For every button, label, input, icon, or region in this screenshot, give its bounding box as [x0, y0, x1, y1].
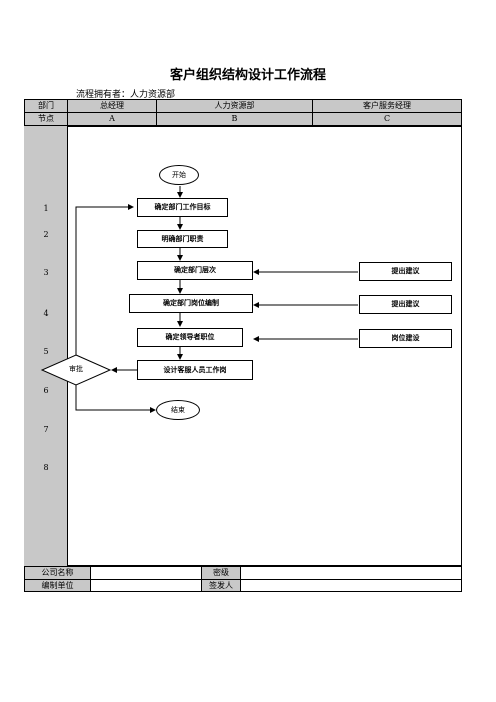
row-number: 8	[43, 463, 49, 472]
node-b: B	[156, 112, 313, 126]
issuer-label: 签发人	[201, 579, 241, 592]
page-title: 客户组织结构设计工作流程	[169, 68, 326, 83]
row-number: 7	[43, 425, 49, 434]
company-name-value	[90, 566, 202, 580]
company-name-label: 公司名称	[24, 566, 91, 580]
row-number: 5	[43, 347, 49, 356]
end-node: 结束	[156, 400, 200, 420]
secret-level-value	[240, 566, 462, 580]
approval-diamond	[40, 354, 112, 386]
secret-level-label: 密级	[201, 566, 241, 580]
step-set-leader-positions: 确定领导者职位	[137, 328, 243, 347]
compiling-unit-value	[90, 579, 202, 592]
arrow-approval-reject	[75, 204, 134, 355]
step-set-dept-levels: 确定部门层次	[137, 261, 253, 280]
row-number: 6	[43, 386, 49, 395]
compiling-unit-label: 编制单位	[24, 579, 91, 592]
step-design-cs-positions: 设计客服人员工作岗	[137, 360, 253, 380]
step-clarify-dept-duties: 明确部门职责	[137, 230, 228, 248]
arrow-approval-to-end	[75, 385, 156, 413]
node-a: A	[67, 112, 157, 126]
suggestion-box-1: 提出建议	[359, 262, 452, 281]
row-number: 2	[43, 230, 49, 239]
header-table: 部门 总经理 人力资源部 客户服务经理 节点 A B C	[24, 99, 462, 126]
start-node: 开始	[159, 165, 199, 185]
row-number-column	[24, 126, 68, 566]
position-building-box: 岗位建设	[359, 329, 452, 348]
process-owner: 流程拥有者：人力资源部	[76, 90, 176, 100]
approval-label: 审批	[69, 365, 83, 373]
issuer-value	[240, 579, 462, 592]
node-c: C	[312, 112, 462, 126]
suggestion-box-2: 提出建议	[359, 295, 452, 314]
step-set-dept-goals: 确定部门工作目标	[137, 198, 228, 217]
step-set-dept-staffing: 确定部门岗位编制	[129, 294, 253, 313]
row-number: 1	[43, 204, 49, 213]
row-number: 3	[43, 268, 49, 277]
footer-table: 公司名称 密级 编制单位 签发人	[24, 566, 462, 592]
row-number: 4	[43, 309, 49, 318]
